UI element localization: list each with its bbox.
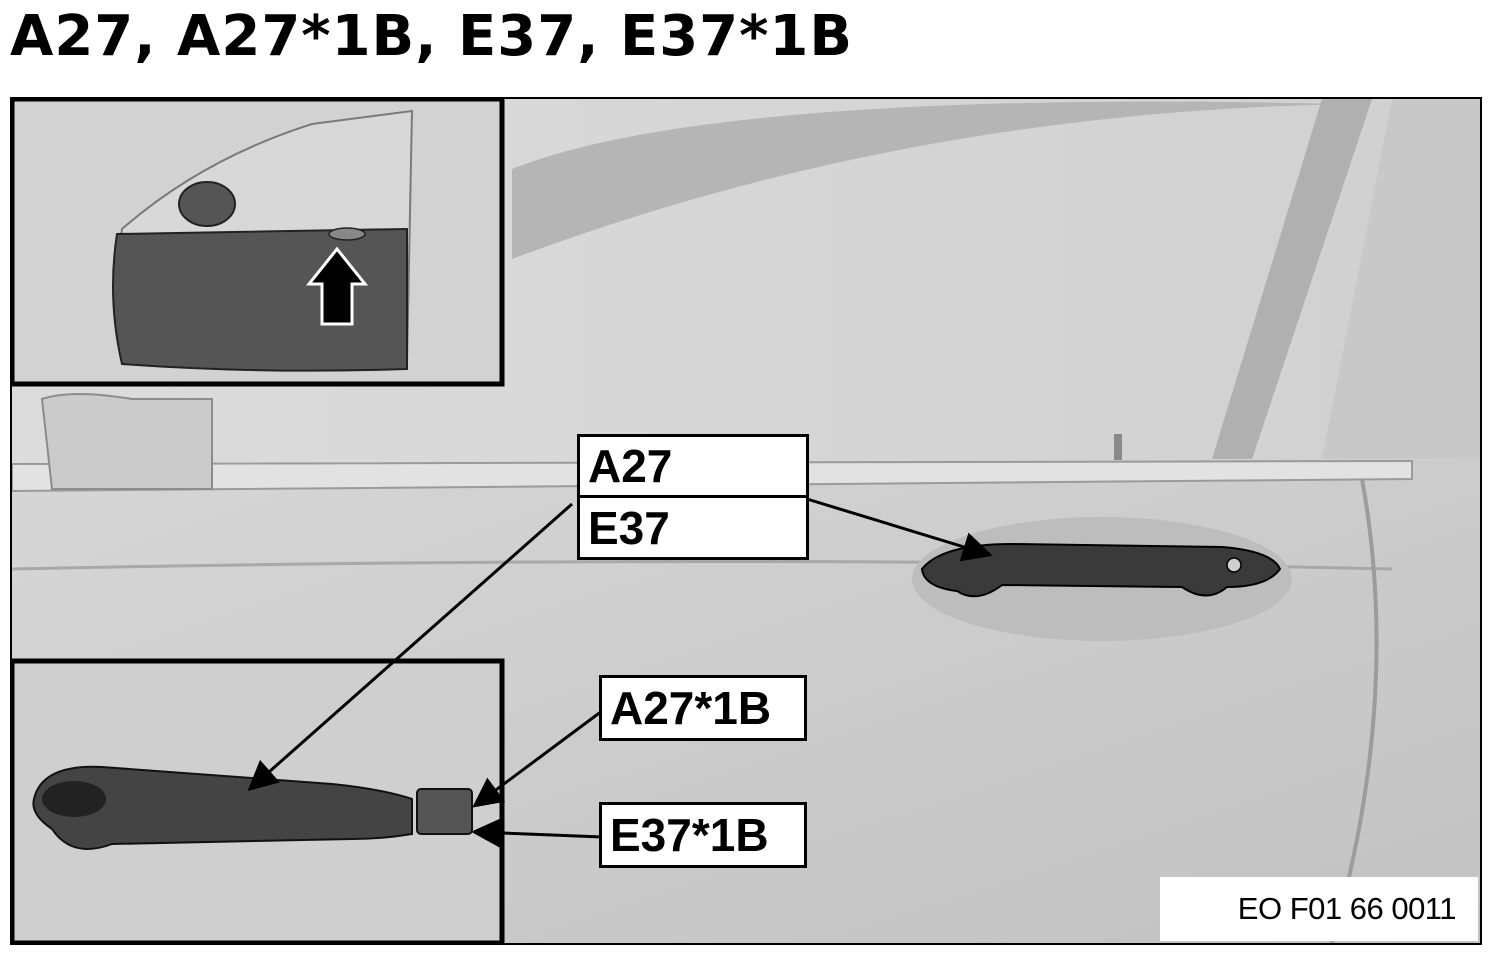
door-illustration: A27 E37 A27*1B E37*1B EO F01 66 0011 xyxy=(10,97,1482,945)
inset-door-body xyxy=(112,227,408,372)
window-frame-top xyxy=(512,101,1362,259)
lock-knob xyxy=(1114,434,1122,460)
label-stack-a27-e37: A27 E37 xyxy=(577,434,809,560)
door-edge xyxy=(1330,478,1379,943)
handle-end-hole xyxy=(42,781,106,817)
up-arrow-icon xyxy=(305,246,369,326)
figure-code: EO F01 66 0011 xyxy=(1160,877,1478,941)
inset-mirror xyxy=(178,181,236,227)
b-pillar-trim xyxy=(1322,99,1480,459)
detached-handle xyxy=(32,765,413,850)
leader-a27-to-handle xyxy=(806,497,993,562)
label-a27: A27 xyxy=(577,434,809,498)
label-e37: E37 xyxy=(577,498,809,560)
inset-handle xyxy=(328,227,366,241)
label-e37-1b: E37*1B xyxy=(599,802,807,868)
window-frame-b-pillar xyxy=(1212,99,1372,459)
inset-handle-detail xyxy=(12,658,505,943)
leader-e37-1b xyxy=(471,817,603,848)
connector-plug xyxy=(416,788,473,835)
label-a27-1b: A27*1B xyxy=(599,675,807,741)
inset-door-overview xyxy=(12,99,505,387)
diagram-title: A27, A27*1B, E37, E37*1B xyxy=(10,4,854,69)
door-handle xyxy=(920,542,1282,598)
mirror-base xyxy=(40,393,213,490)
leader-a27-1b xyxy=(472,709,603,808)
leader-e37-to-handle-detail xyxy=(247,502,573,791)
handle-key-cap xyxy=(1226,557,1242,573)
door-illustration-drawing xyxy=(12,99,1480,943)
